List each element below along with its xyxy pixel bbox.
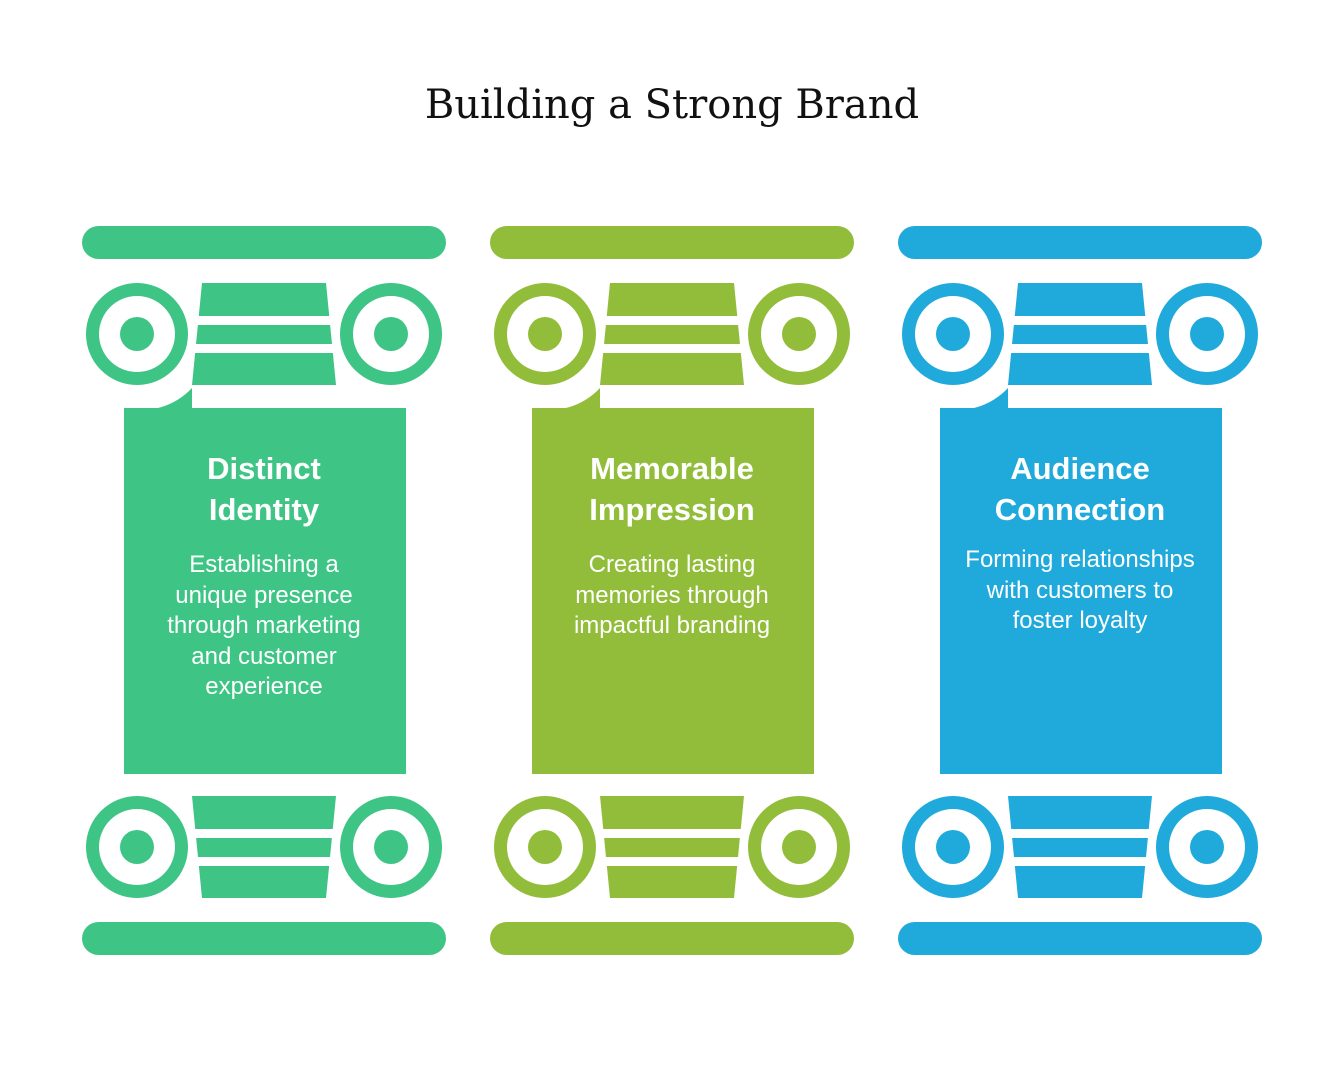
pillar-heading-line2: Connection	[994, 492, 1166, 527]
top-bar	[490, 226, 854, 259]
pillar-heading: Audience Connection	[940, 448, 1220, 530]
volute-center-right	[374, 317, 408, 351]
capital-gap	[598, 829, 746, 838]
top-bar	[898, 226, 1262, 259]
shaft-shoulder	[532, 388, 600, 411]
diagram-title: Building a Strong Brand	[424, 82, 920, 128]
pillar-shaft	[940, 408, 1222, 774]
pillar-heading-line2: Identity	[208, 492, 320, 527]
pillar-text: Distinct Identity Establishing a unique …	[124, 448, 404, 703]
pillar-description: Creating lasting memories through impact…	[573, 551, 771, 639]
pillar-heading-line1: Distinct	[207, 451, 321, 486]
capital-band	[600, 283, 744, 385]
capital-band	[600, 796, 744, 898]
volute-center-right	[1190, 830, 1224, 864]
pillar-memorable-impression: Memorable Impression Creating lasting me…	[490, 0, 854, 1080]
capital-gap	[1006, 344, 1154, 353]
bottom-bar	[82, 922, 446, 955]
capital-band	[192, 796, 336, 898]
capital-band	[192, 283, 336, 385]
capital-gap	[598, 857, 746, 866]
volute-center-right	[782, 830, 816, 864]
top-bar	[82, 226, 446, 259]
capital-gap	[1006, 857, 1154, 866]
capital-gap	[190, 344, 338, 353]
pillar-description: Establishing a unique presence through m…	[167, 551, 361, 700]
volute-center-left	[120, 830, 154, 864]
pillar-text: Audience Connection Forming relationship…	[940, 448, 1220, 637]
volute-center-left	[936, 830, 970, 864]
capital-gap	[190, 857, 338, 866]
capital-gap	[190, 829, 338, 838]
volute-center-left	[528, 830, 562, 864]
shaft-shoulder	[940, 388, 1008, 411]
volute-center-right	[374, 830, 408, 864]
pillar-heading: Memorable Impression	[532, 448, 812, 530]
pillar-text: Memorable Impression Creating lasting me…	[532, 448, 812, 642]
pillar-description: Forming relationships with customers to …	[965, 546, 1195, 634]
capital-gap	[598, 344, 746, 353]
bottom-bar	[898, 922, 1262, 955]
pillar-heading-line1: Audience	[1010, 451, 1150, 486]
pillar-heading-line1: Memorable	[590, 451, 754, 486]
bottom-bar	[490, 922, 854, 955]
pillar-shaft	[532, 408, 814, 774]
capital-band	[1008, 283, 1152, 385]
pillar-shaft	[124, 408, 406, 774]
pillar-shape	[898, 226, 1262, 955]
pillar-shape	[490, 226, 854, 955]
capital-gap	[190, 316, 338, 325]
pillar-heading: Distinct Identity	[124, 448, 404, 530]
volute-center-left	[120, 317, 154, 351]
pillar-shape	[82, 226, 446, 955]
volute-center-right	[1190, 317, 1224, 351]
capital-gap	[598, 316, 746, 325]
capital-gap	[1006, 829, 1154, 838]
pillar-audience-connection: Audience Connection Forming relationship…	[898, 0, 1262, 1080]
volute-center-left	[528, 317, 562, 351]
capital-band	[1008, 796, 1152, 898]
volute-center-right	[782, 317, 816, 351]
pillar-heading-line2: Impression	[589, 492, 755, 527]
shaft-shoulder	[124, 388, 192, 411]
pillar-distinct-identity: Distinct Identity Establishing a unique …	[82, 0, 446, 1080]
capital-gap	[1006, 316, 1154, 325]
volute-center-left	[936, 317, 970, 351]
